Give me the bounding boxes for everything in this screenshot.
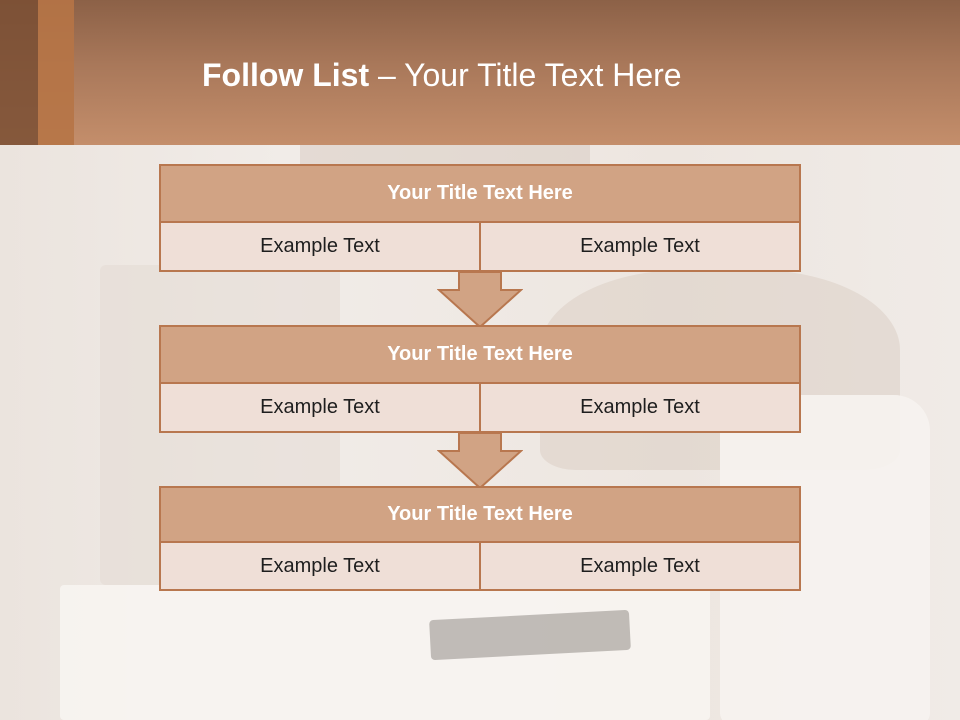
step-cell-left: Example Text [161,384,479,431]
down-arrow-icon [437,271,523,329]
slide-title: Follow List – Your Title Text Here [202,55,682,95]
step-title: Your Title Text Here [159,325,801,384]
step-box-3: Your Title Text Here Example Text Exampl… [159,486,801,591]
step-box-2: Your Title Text Here Example Text Exampl… [159,325,801,433]
step-box-1: Your Title Text Here Example Text Exampl… [159,164,801,272]
step-cell-right: Example Text [479,223,799,270]
step-title: Your Title Text Here [159,164,801,223]
slide-title-bold: Follow List [202,57,370,93]
step-row: Example Text Example Text [159,223,801,272]
step-cell-left: Example Text [161,543,479,589]
decorative-strip [0,0,38,145]
background-photo-shape [60,585,710,720]
decorative-strip [38,0,74,145]
step-cell-right: Example Text [479,543,799,589]
step-cell-left: Example Text [161,223,479,270]
step-row: Example Text Example Text [159,543,801,591]
title-band: Follow List – Your Title Text Here [0,0,960,145]
slide-title-rest: – Your Title Text Here [369,57,682,93]
step-row: Example Text Example Text [159,384,801,433]
down-arrow-icon [437,432,523,490]
step-title: Your Title Text Here [159,486,801,543]
step-cell-right: Example Text [479,384,799,431]
